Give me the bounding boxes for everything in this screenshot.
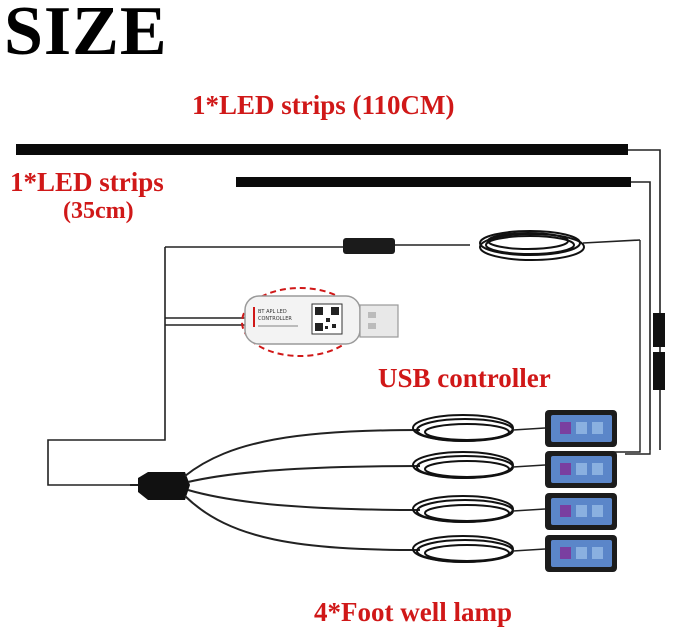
usb-cable-top: [47, 230, 641, 486]
usb-controller: BT APL LED CONTROLLER: [241, 287, 399, 357]
usb-plug-icon: [359, 304, 399, 338]
lamp-branch-wires: [184, 429, 421, 551]
label-foot-well-lamp: 4*Foot well lamp: [314, 597, 512, 627]
page-title: SIZE: [4, 0, 168, 70]
splitter-hub: [130, 472, 190, 500]
strip-inline-connector: [653, 313, 665, 390]
led-strip-35cm: [236, 177, 651, 450]
foot-well-lamp-2: [545, 451, 617, 488]
foot-well-lamp-3: [545, 493, 617, 530]
foot-well-lamp-1: [545, 410, 617, 447]
label-led-strip-35cm-length: (35cm): [63, 198, 134, 224]
usb-plug-icon: [343, 238, 395, 254]
led-strip-110cm: [16, 144, 661, 450]
label-usb-controller: USB controller: [378, 363, 551, 393]
foot-well-lamp-4: [545, 535, 617, 572]
label-led-strip-110cm: 1*LED strips (110CM): [192, 90, 455, 120]
controller-label-line2: CONTROLLER: [258, 316, 292, 322]
cable-coil-top: [479, 230, 585, 261]
controller-label-line1: BT APL LED: [258, 309, 287, 315]
qr-code-icon: [311, 303, 343, 335]
lamp-cable-coils: [412, 414, 514, 563]
label-led-strip-35cm: 1*LED strips: [10, 167, 164, 197]
